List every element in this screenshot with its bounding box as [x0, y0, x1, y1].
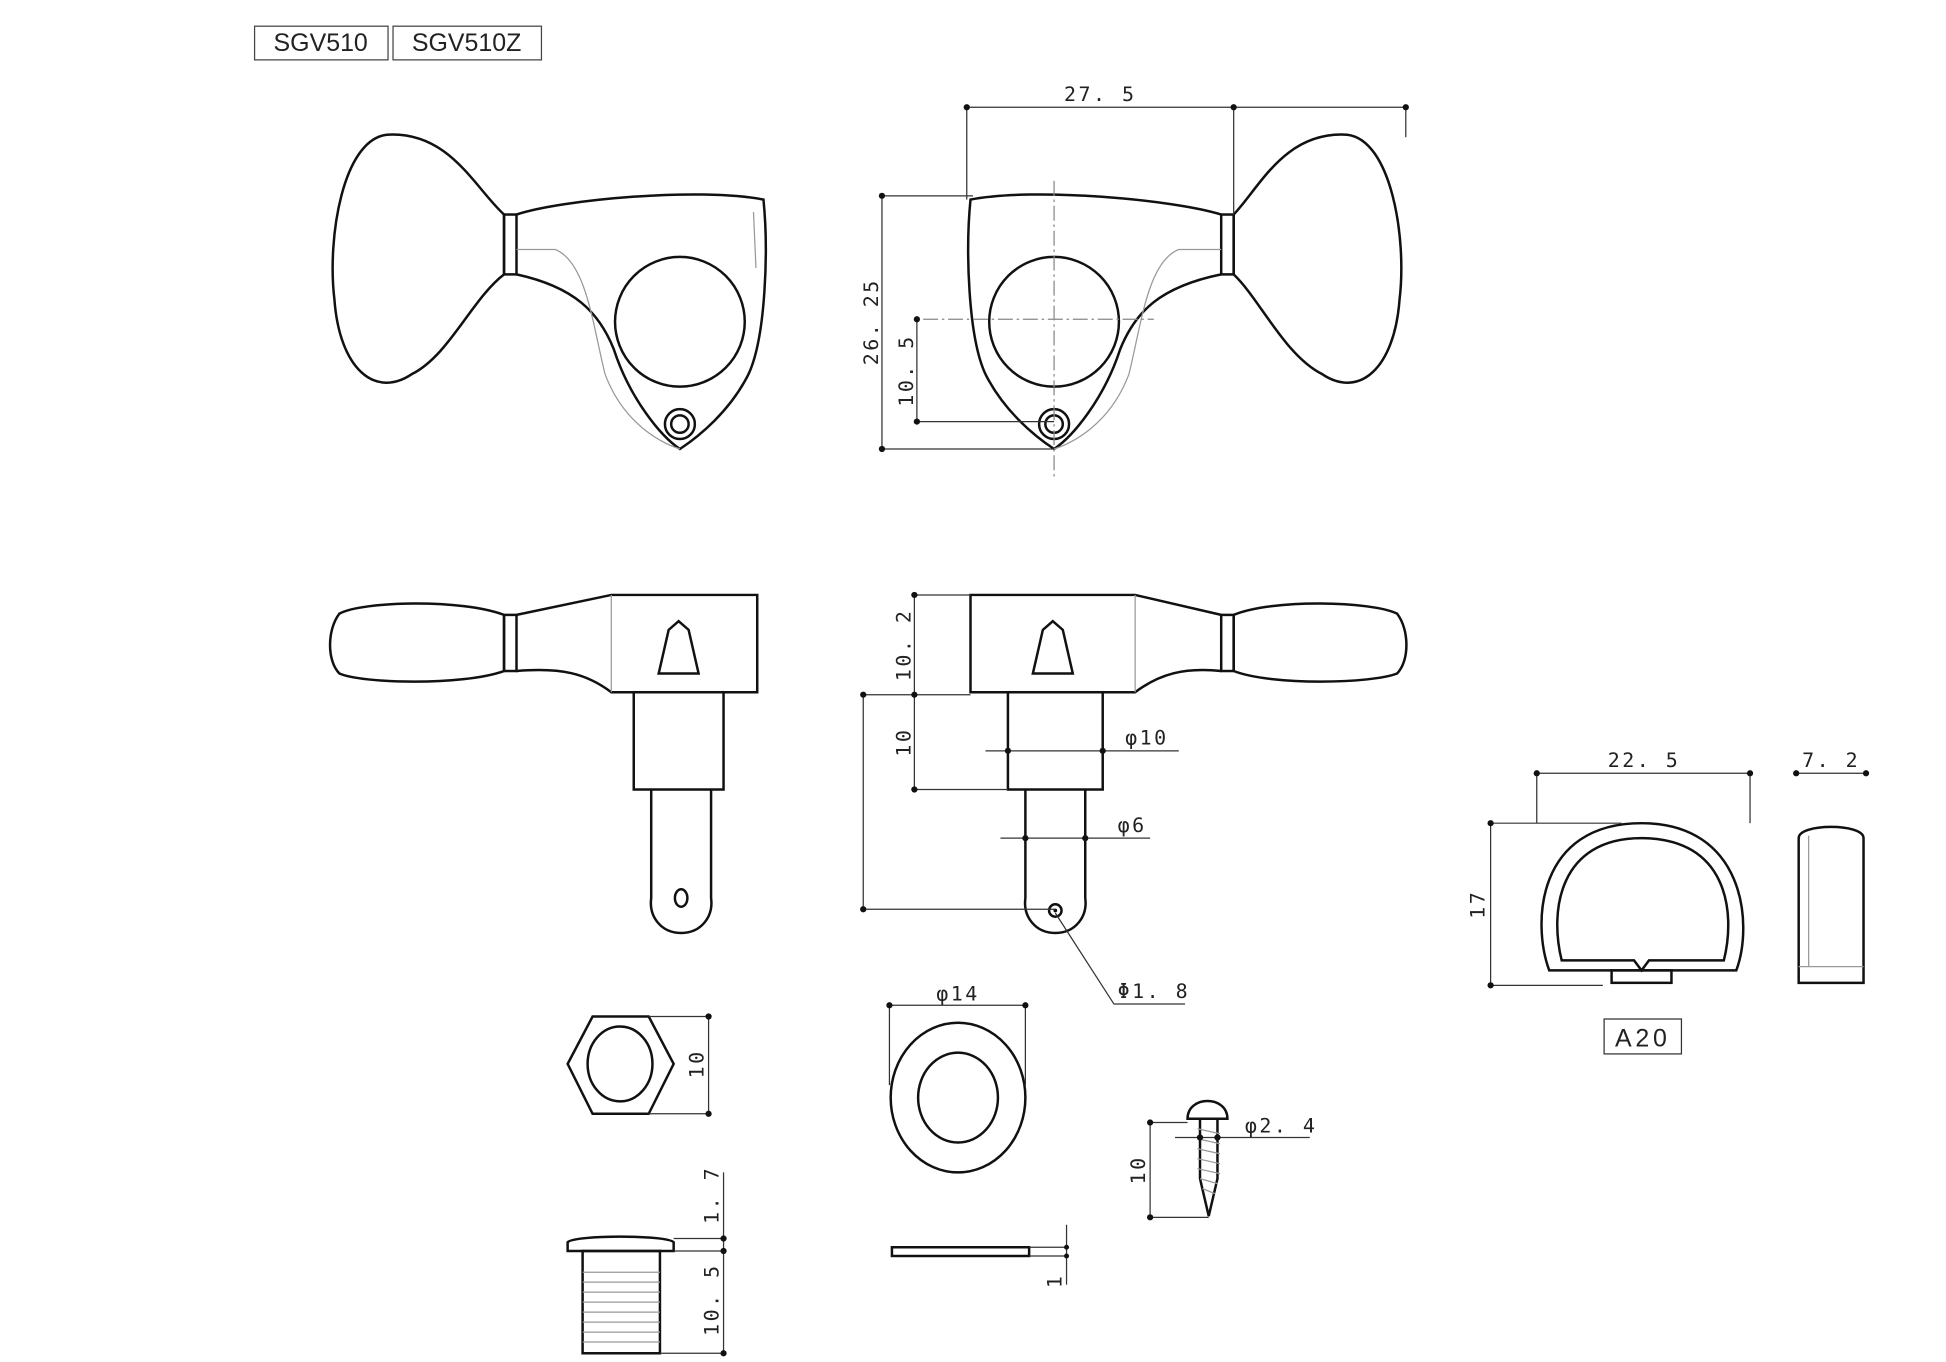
svg-text:1: 1 [1043, 1274, 1067, 1289]
svg-text:A20: A20 [1615, 1024, 1671, 1052]
wood-screw: 10 φ2. 4 [1126, 1099, 1318, 1221]
dimension-height: 26. 25 10. 5 [859, 192, 1055, 453]
knob-a20-front [1540, 821, 1745, 985]
dimension-body: 10. 2 10 φ10 φ6 Φ1. 8 [860, 591, 1191, 1005]
dimension-width: 27. 5 [963, 82, 1409, 215]
washer: φ14 [886, 981, 1029, 1174]
side-view-left [328, 593, 759, 935]
side-view-right [969, 593, 1408, 935]
svg-text:26. 25: 26. 25 [859, 278, 883, 365]
svg-text:φ2. 4: φ2. 4 [1245, 1114, 1318, 1138]
svg-text:SGV510Z: SGV510Z [412, 29, 522, 57]
svg-text:SGV510: SGV510 [274, 29, 368, 57]
svg-text:17: 17 [1465, 890, 1489, 919]
svg-text:22. 5: 22. 5 [1608, 748, 1681, 772]
thin-washer: 1 [890, 1224, 1070, 1289]
svg-text:φ14: φ14 [936, 981, 980, 1005]
model-label-sgv510z: SGV510Z [392, 25, 543, 61]
svg-text:φ6: φ6 [1118, 813, 1147, 837]
knob-a20-side [1797, 825, 1865, 985]
front-view-right [923, 133, 1403, 481]
model-label-sgv510: SGV510 [253, 25, 389, 61]
front-view-left [331, 133, 767, 451]
bushing: 1. 7 10. 5 [566, 1166, 727, 1357]
svg-text:Φ1. 8: Φ1. 8 [1118, 979, 1191, 1003]
svg-text:27. 5: 27. 5 [1064, 82, 1137, 106]
svg-text:10: 10 [685, 1049, 709, 1078]
svg-text:10. 5: 10. 5 [700, 1263, 724, 1336]
svg-text:10. 5: 10. 5 [894, 334, 918, 406]
svg-text:10. 2: 10. 2 [892, 609, 916, 682]
svg-text:10: 10 [1126, 1155, 1150, 1184]
svg-text:10: 10 [892, 728, 916, 757]
hex-nut: 10 [566, 1013, 712, 1117]
svg-text:1. 7: 1. 7 [700, 1166, 724, 1224]
knob-dimensions: 22. 5 7. 2 17 [1465, 748, 1870, 989]
svg-text:7. 2: 7. 2 [1802, 748, 1860, 772]
svg-text:φ10: φ10 [1125, 726, 1169, 750]
knob-code-label: A20 [1603, 1018, 1683, 1055]
